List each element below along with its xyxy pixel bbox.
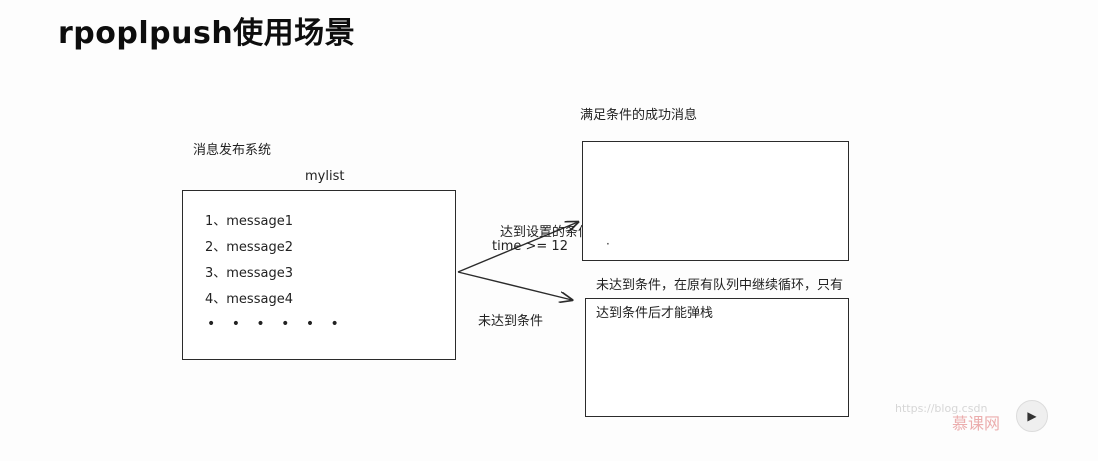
list-item: 4、message4 — [205, 292, 293, 307]
retry-queue-box: 达到条件后才能弹栈 — [585, 298, 849, 417]
list-item: 1、message1 — [205, 214, 293, 229]
retry-box-label: 未达到条件，在原有队列中继续循环，只有 — [596, 278, 844, 293]
retry-box-label-continued: 达到条件后才能弹栈 — [596, 306, 714, 321]
success-queue-box — [582, 141, 849, 261]
stray-mark: · — [606, 237, 610, 251]
mylist-box: 1、message1 2、message2 3、message3 4、messa… — [182, 190, 456, 360]
play-icon: ▶ — [1027, 409, 1037, 423]
arrow-condition-not-met — [457, 271, 572, 300]
list-item: 3、message3 — [205, 266, 293, 281]
condition-met-rule: time >= 12 — [492, 239, 568, 254]
mylist-label: mylist — [305, 169, 345, 184]
brand-logo: 慕课网 — [952, 414, 1001, 433]
list-item: 2、message2 — [205, 240, 293, 255]
success-box-label: 满足条件的成功消息 — [580, 108, 698, 123]
watermark-text: https://blog.csdn — [895, 402, 988, 415]
publisher-label: 消息发布系统 — [193, 143, 272, 158]
play-button[interactable]: ▶ — [1016, 400, 1048, 432]
condition-met-label: 达到设置的条件 — [500, 225, 592, 240]
condition-not-met-label: 未达到条件 — [478, 314, 544, 329]
page-title: rpoplpush使用场景 — [58, 16, 356, 51]
list-ellipsis: • • • • • • — [207, 316, 345, 332]
